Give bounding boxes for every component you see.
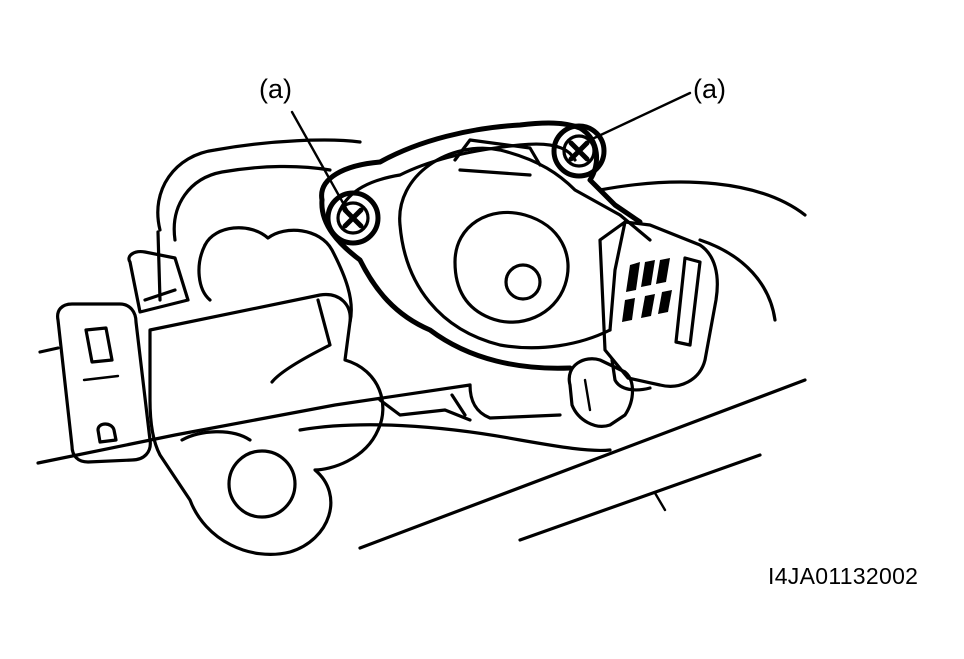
figure-id: I4JA01132002 <box>768 563 918 589</box>
linkage-bracket <box>56 250 190 464</box>
callout-leader-left <box>290 110 349 212</box>
callout-label-right: (a) <box>693 74 726 104</box>
screw-right <box>551 123 607 179</box>
throttle-lever <box>148 226 385 556</box>
screw-left <box>325 190 381 246</box>
throttle-body-housing <box>36 138 807 550</box>
callout-leader-right <box>588 91 692 142</box>
throttle-position-sensor <box>319 120 719 428</box>
callout-label-left: (a) <box>259 74 292 104</box>
